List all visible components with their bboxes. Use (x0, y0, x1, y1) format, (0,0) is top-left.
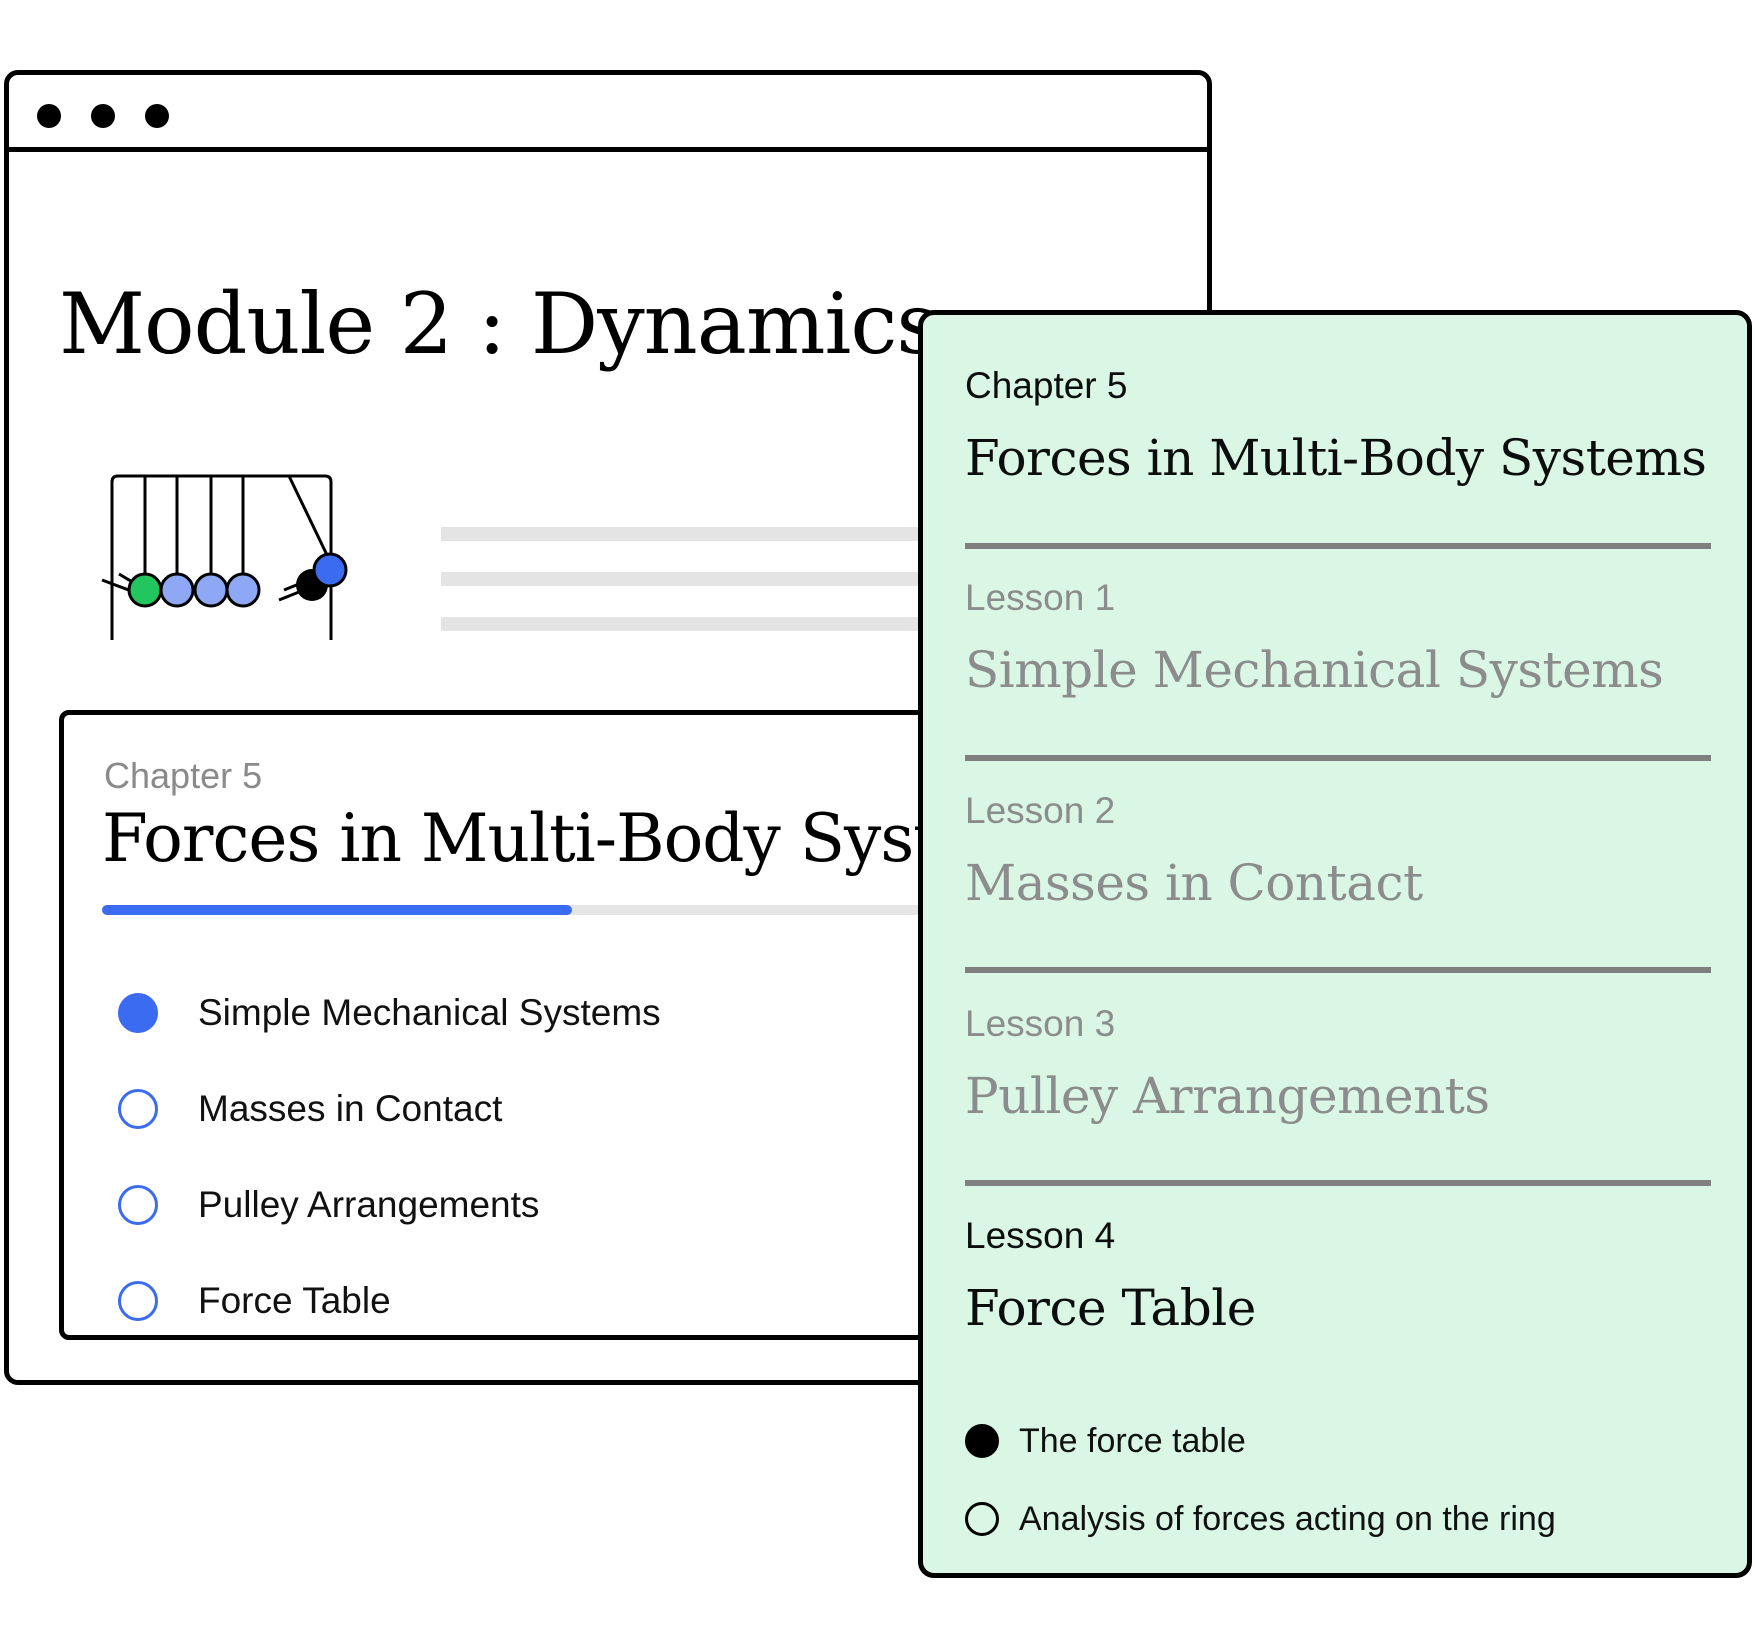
chapter-label: Chapter 5 (104, 755, 263, 796)
window-dot-icon[interactable] (37, 104, 61, 128)
lesson-title: Pulley Arrangements (965, 1067, 1490, 1125)
module-title: Module 2 : Dynamics (59, 275, 940, 373)
subtopic-label: The force table (1019, 1421, 1246, 1460)
chapter-progress-fill (102, 905, 572, 915)
divider (965, 543, 1711, 549)
lesson-number: Lesson 4 (965, 1215, 1116, 1256)
lesson-radio[interactable] (118, 1281, 158, 1321)
lesson-item[interactable]: Masses in Contact (118, 1061, 661, 1157)
lesson-number: Lesson 2 (965, 790, 1116, 831)
divider (965, 1180, 1711, 1186)
divider (965, 967, 1711, 973)
window-titlebar (9, 75, 1207, 152)
window-dot-icon[interactable] (145, 104, 169, 128)
lesson-label: Force Table (198, 1280, 391, 1321)
panel-lesson-3[interactable]: Lesson 3 Pulley Arrangements (965, 1003, 1711, 1125)
placeholder-line (441, 527, 961, 541)
panel-chapter-title: Forces in Multi-Body Systems (965, 429, 1707, 487)
subtopic-item[interactable]: Analysis of forces acting on the ring (965, 1480, 1556, 1558)
window-dot-icon[interactable] (91, 104, 115, 128)
lesson-label: Masses in Contact (198, 1088, 503, 1129)
placeholder-text-lines (441, 527, 961, 662)
lesson-label: Pulley Arrangements (198, 1184, 540, 1225)
lesson-item[interactable]: Simple Mechanical Systems (118, 965, 661, 1061)
chapter-progress-bar (102, 905, 1102, 915)
lesson-radio[interactable] (118, 1089, 158, 1129)
subtopic-radio[interactable] (965, 1502, 999, 1536)
newtons-cradle-icon (101, 474, 348, 640)
lesson-item[interactable]: Pulley Arrangements (118, 1157, 661, 1253)
panel-chapter-label: Chapter 5 (965, 365, 1128, 406)
subtopic-label: Analysis of forces acting on the ring (1019, 1499, 1556, 1538)
panel-lesson-2[interactable]: Lesson 2 Masses in Contact (965, 790, 1711, 912)
lesson-title: Masses in Contact (965, 854, 1423, 912)
placeholder-line (441, 617, 961, 631)
chapter-title: Forces in Multi-Body Systems (102, 800, 1072, 877)
lesson-title: Force Table (965, 1279, 1256, 1337)
lesson-title: Simple Mechanical Systems (965, 641, 1664, 699)
lesson-panel: Chapter 5 Forces in Multi-Body Systems L… (918, 310, 1752, 1578)
lesson-number: Lesson 1 (965, 577, 1116, 618)
lesson-item[interactable]: Force Table (118, 1253, 661, 1349)
lesson-label: Simple Mechanical Systems (198, 992, 661, 1033)
lesson-list: Simple Mechanical Systems Masses in Cont… (118, 965, 661, 1349)
subtopic-item[interactable]: The force table (965, 1402, 1556, 1480)
lesson-radio[interactable] (118, 1185, 158, 1225)
lesson-number: Lesson 3 (965, 1003, 1116, 1044)
panel-lesson-1[interactable]: Lesson 1 Simple Mechanical Systems (965, 577, 1711, 699)
divider (965, 755, 1711, 761)
panel-chapter-header: Chapter 5 Forces in Multi-Body Systems (965, 365, 1711, 487)
subtopic-list: The force table Analysis of forces actin… (965, 1402, 1556, 1558)
panel-lesson-4[interactable]: Lesson 4 Force Table (965, 1215, 1711, 1337)
placeholder-line (441, 572, 961, 586)
lesson-radio[interactable] (118, 993, 158, 1033)
subtopic-radio[interactable] (965, 1424, 999, 1458)
